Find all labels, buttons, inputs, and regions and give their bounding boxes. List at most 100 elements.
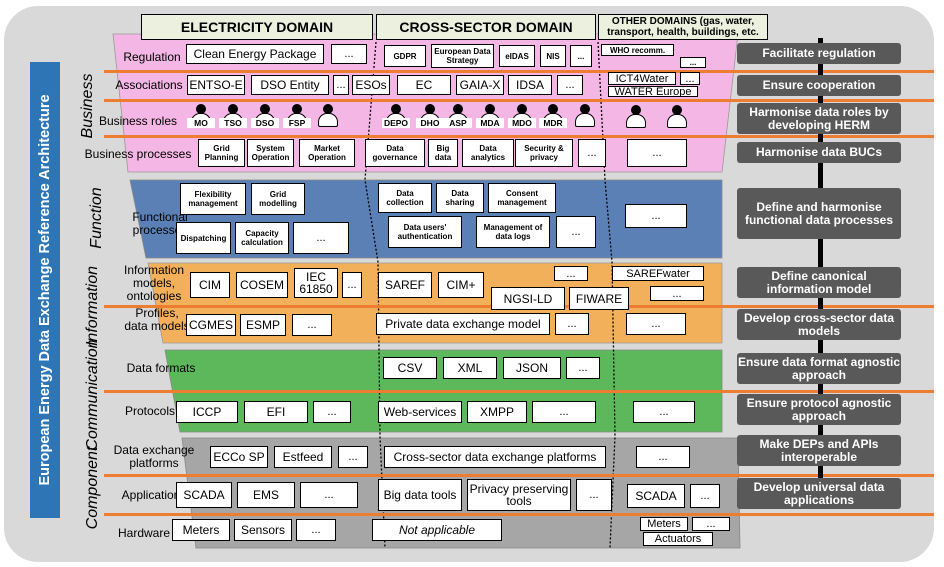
cross-sector-boundary bbox=[364, 41, 386, 549]
box-json: JSON bbox=[503, 357, 561, 379]
role-dho-icon: DHO bbox=[416, 104, 444, 128]
role-mda-icon: MDA bbox=[476, 104, 504, 128]
layer-label-information: Information bbox=[84, 265, 101, 347]
box-ellipsis: ... bbox=[578, 139, 606, 167]
role-mdo-icon: MDO bbox=[508, 104, 536, 128]
box-ellipsis: ... bbox=[625, 204, 687, 228]
box-ellipsis: ... bbox=[556, 216, 596, 248]
row-label-business-roles: Business roles bbox=[98, 114, 178, 128]
role-mdr-icon: MDR bbox=[539, 104, 567, 128]
objective-define-canonical: Define canonical information model bbox=[737, 267, 901, 298]
box-ellipsis: ... bbox=[292, 314, 332, 336]
separator-line bbox=[104, 474, 934, 477]
box-who-recommendation: WHO recomm. bbox=[601, 44, 674, 56]
box-cim: CIM bbox=[190, 272, 230, 298]
role-dso-icon: DSO bbox=[251, 104, 279, 128]
box-flexibility-management: Flexibility management bbox=[180, 183, 246, 215]
row-label-regulation: Regulation bbox=[123, 50, 181, 64]
objective-harmonise-roles: Harmonise data roles by developing HERM bbox=[737, 103, 901, 134]
objective-deps-apis: Make DEPs and APIs interoperable bbox=[737, 435, 901, 466]
box-gdpr: GDPR bbox=[384, 45, 426, 67]
box-ngsi-ld: NGSI-LD bbox=[491, 287, 565, 310]
header-electricity-domain: ELECTRICITY DOMAIN bbox=[141, 14, 373, 40]
box-capacity-calculation: Capacity calculation bbox=[235, 222, 289, 254]
separator-line bbox=[104, 70, 934, 73]
row-label-hardware: Hardware bbox=[117, 526, 171, 540]
box-ellipsis: ... bbox=[633, 401, 695, 423]
box-sensors: Sensors bbox=[234, 519, 292, 541]
box-eu-data-strategy: European Data Strategy bbox=[431, 44, 494, 68]
box-consent-management: Consent management bbox=[488, 183, 556, 213]
box-ict4water: ICT4Water bbox=[608, 72, 676, 85]
box-water-europe: WATER Europe bbox=[608, 86, 698, 97]
box-esmp: ESMP bbox=[240, 314, 286, 336]
box-ellipsis: ... bbox=[342, 272, 362, 298]
header-cross-sector-domain: CROSS-SECTOR DOMAIN bbox=[376, 14, 596, 40]
objective-format-agnostic: Ensure data format agnostic approach bbox=[737, 353, 901, 384]
box-clean-energy-package: Clean Energy Package bbox=[186, 44, 324, 64]
box-xml: XML bbox=[443, 357, 497, 379]
box-ellipsis: ... bbox=[576, 479, 612, 511]
separator-line bbox=[104, 513, 934, 516]
person-icon bbox=[575, 104, 595, 127]
box-sarefwater: SAREFwater bbox=[612, 266, 704, 281]
box-ellipsis: ... bbox=[557, 75, 583, 95]
box-big-data: Big data bbox=[428, 139, 458, 167]
box-ellipsis: ... bbox=[333, 75, 349, 95]
box-data-collection: Data collection bbox=[378, 183, 432, 213]
box-meters: Meters bbox=[640, 517, 688, 531]
box-ellipsis: ... bbox=[636, 446, 690, 468]
box-ellipsis: ... bbox=[338, 446, 368, 468]
box-csv: CSV bbox=[383, 357, 437, 379]
box-nis: NIS bbox=[540, 45, 566, 67]
box-ellipsis: ... bbox=[296, 519, 336, 541]
row-label-data-formats: Data formats bbox=[126, 361, 196, 375]
row-label-protocols: Protocols bbox=[124, 404, 176, 418]
role-fsp-icon: FSP bbox=[283, 104, 311, 128]
role-tso-icon: TSO bbox=[219, 104, 247, 128]
box-idsa: IDSA bbox=[508, 75, 552, 95]
box-ellipsis: ... bbox=[627, 139, 687, 167]
box-ellipsis: ... bbox=[692, 517, 730, 531]
box-cgmes: CGMES bbox=[186, 314, 236, 336]
row-label-associations: Associations bbox=[115, 78, 183, 92]
box-ellipsis: ... bbox=[566, 357, 600, 379]
box-web-services: Web-services bbox=[378, 401, 462, 423]
box-iec-61850: IEC 61850 bbox=[294, 268, 338, 298]
objective-universal-apps: Develop universal data applications bbox=[737, 478, 901, 509]
box-entso-e: ENTSO-E bbox=[187, 75, 245, 95]
box-not-applicable: Not applicable bbox=[372, 519, 502, 541]
box-ellipsis: ... bbox=[570, 45, 592, 67]
box-ellipsis: ... bbox=[626, 313, 686, 335]
box-data-users-authentication: Data users' authentication bbox=[388, 216, 462, 248]
box-fiware: FIWARE bbox=[569, 287, 629, 310]
box-ems: EMS bbox=[237, 482, 295, 508]
person-icon bbox=[667, 105, 687, 128]
box-scada: SCADA bbox=[176, 482, 232, 508]
box-cim-plus: CIM+ bbox=[438, 272, 484, 298]
header-other-domains: OTHER DOMAINS (gas, water, transport, he… bbox=[598, 14, 768, 40]
box-actuators: Actuators bbox=[643, 532, 713, 546]
box-security-privacy: Security & privacy bbox=[515, 139, 573, 167]
objective-protocol-agnostic: Ensure protocol agnostic approach bbox=[737, 394, 901, 425]
box-eidas: eIDAS bbox=[499, 45, 535, 67]
box-ellipsis: ... bbox=[680, 57, 706, 68]
box-ellipsis: ... bbox=[300, 482, 358, 508]
row-label-info-models: Information models, ontologies bbox=[123, 263, 185, 303]
box-grid-modelling: Grid modelling bbox=[251, 183, 305, 215]
objective-facilitate-regulation: Facilitate regulation bbox=[737, 43, 901, 64]
row-label-dep: Data exchange platforms bbox=[113, 443, 195, 470]
box-data-governance: Data governance bbox=[365, 139, 425, 167]
box-iccp: ICCP bbox=[176, 401, 238, 423]
box-meters: Meters bbox=[172, 519, 230, 541]
layer-label-component: Component bbox=[84, 446, 101, 530]
box-ellipsis: ... bbox=[690, 484, 720, 508]
box-xmpp: XMPP bbox=[467, 401, 527, 423]
box-ecco-sp: ECCo SP bbox=[210, 446, 268, 468]
box-ellipsis: ... bbox=[650, 286, 704, 301]
box-ellipsis: ... bbox=[331, 44, 367, 64]
box-grid-planning: Grid Planning bbox=[198, 139, 245, 167]
box-system-operation: System Operation bbox=[247, 139, 294, 167]
objective-define-functional: Define and harmonise functional data pro… bbox=[737, 188, 901, 239]
